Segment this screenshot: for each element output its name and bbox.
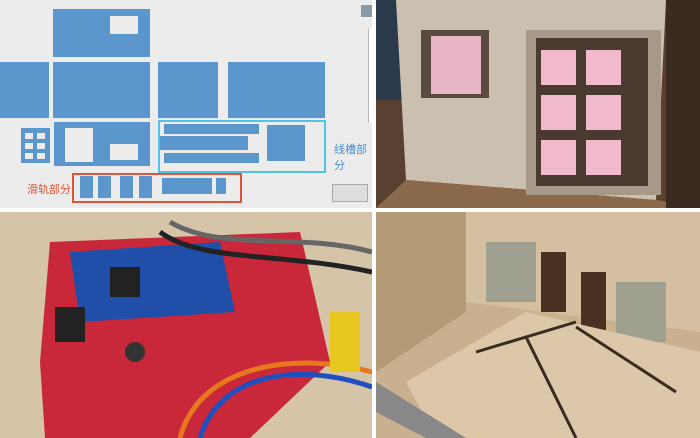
- circuit-board-illustration: [0, 212, 372, 438]
- house-illustration: [376, 0, 700, 208]
- slide-rail-label: 滑轨部分: [27, 183, 71, 196]
- floor-panel: [53, 62, 150, 118]
- interior-illustration: [376, 212, 700, 438]
- wire-slot-box: [158, 120, 326, 173]
- toolbar-button: [361, 5, 372, 17]
- house-interior-photo: [376, 212, 700, 438]
- wooden-house-photo: [376, 0, 700, 208]
- laser-cut-layout-screenshot: 线槽部分 滑轨部分: [0, 0, 372, 208]
- arduino-board-photo: [0, 212, 372, 438]
- wire-slot-label: 线槽部分: [334, 143, 367, 172]
- side-panel: [158, 62, 218, 118]
- back-panel: [228, 62, 325, 118]
- side-toolbar: [368, 28, 372, 123]
- settings-widget: [332, 184, 368, 202]
- slide-rail-box: [72, 173, 242, 203]
- side-panel: [0, 62, 49, 118]
